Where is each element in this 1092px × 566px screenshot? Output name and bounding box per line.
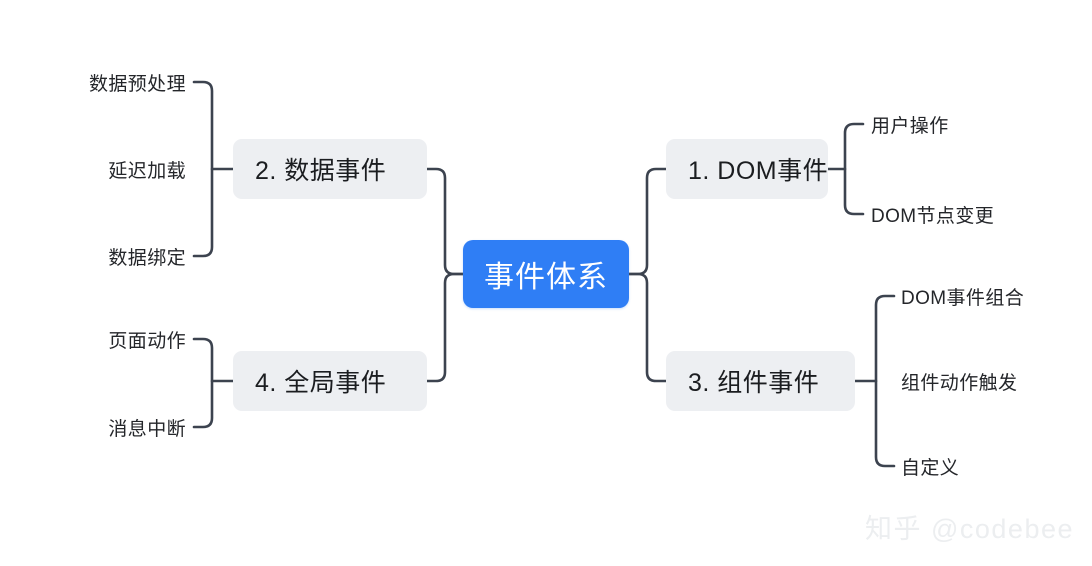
link-root-to-component-events — [627, 272, 668, 383]
branch-node-dom-events-label: 1. DOM事件 — [688, 157, 829, 185]
root-node[interactable]: 事件体系 — [463, 240, 629, 308]
leaf-node-user-action[interactable]: 用户操作 — [871, 110, 1071, 138]
watermark: 知乎 @codebee — [864, 514, 1074, 544]
link-dom-events-bracket — [843, 122, 865, 216]
link-component-events-bracket — [874, 294, 896, 468]
leaf-node-custom[interactable]: 自定义 — [901, 452, 1092, 480]
leaf-node-lazy-load-label: 延迟加载 — [108, 160, 186, 182]
branch-node-component-events-label: 3. 组件事件 — [688, 369, 820, 397]
root-node-label: 事件体系 — [484, 261, 608, 294]
branch-node-data-events[interactable]: 2. 数据事件 — [233, 139, 427, 199]
leaf-node-message-interrupt[interactable]: 消息中断 — [0, 413, 186, 441]
leaf-node-user-action-label: 用户操作 — [871, 115, 949, 137]
leaf-node-component-action-trigger-label: 组件动作触发 — [901, 372, 1018, 394]
link-root-to-data-events — [425, 167, 465, 276]
leaf-node-data-binding[interactable]: 数据绑定 — [0, 242, 186, 270]
leaf-node-dom-node-change-label: DOM节点变更 — [871, 205, 995, 227]
leaf-node-dom-node-change[interactable]: DOM节点变更 — [871, 200, 1081, 228]
link-data-events-bracket — [192, 80, 214, 258]
leaf-node-custom-label: 自定义 — [901, 457, 960, 479]
branch-node-data-events-label: 2. 数据事件 — [255, 157, 387, 185]
branch-node-dom-events[interactable]: 1. DOM事件 — [666, 139, 828, 199]
branch-node-global-events-label: 4. 全局事件 — [255, 369, 387, 397]
leaf-node-dom-event-combo-label: DOM事件组合 — [901, 287, 1025, 309]
link-root-to-dom-events — [627, 167, 668, 276]
leaf-node-message-interrupt-label: 消息中断 — [108, 418, 186, 440]
leaf-node-page-action[interactable]: 页面动作 — [0, 325, 186, 353]
branch-node-global-events[interactable]: 4. 全局事件 — [233, 351, 427, 411]
leaf-node-data-preprocess[interactable]: 数据预处理 — [0, 68, 186, 96]
link-global-events-bracket — [192, 337, 214, 429]
link-root-to-global-events — [425, 272, 465, 383]
leaf-node-data-preprocess-label: 数据预处理 — [88, 73, 186, 95]
branch-node-component-events[interactable]: 3. 组件事件 — [666, 351, 855, 411]
leaf-node-data-binding-label: 数据绑定 — [108, 247, 186, 269]
leaf-node-dom-event-combo[interactable]: DOM事件组合 — [901, 282, 1092, 310]
leaf-node-component-action-trigger[interactable]: 组件动作触发 — [901, 367, 1092, 395]
leaf-node-lazy-load[interactable]: 延迟加载 — [0, 155, 186, 183]
leaf-node-page-action-label: 页面动作 — [108, 330, 186, 352]
